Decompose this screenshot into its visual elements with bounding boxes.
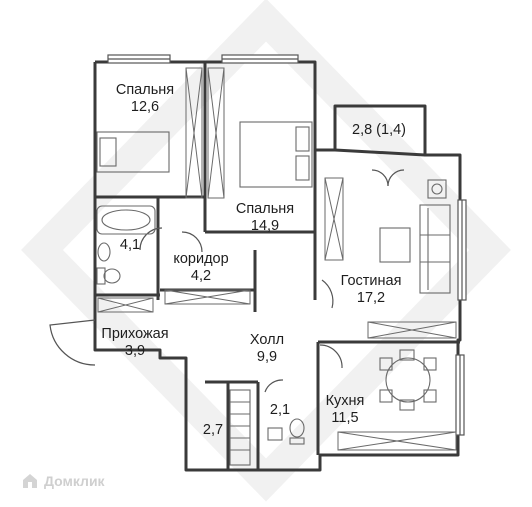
room-label-bedroom-1: Спальня 12,6: [85, 82, 205, 116]
chair-icon: [423, 357, 437, 371]
background-diamond: [21, 0, 511, 502]
wardrobe: [324, 177, 344, 261]
room-label-living-room: Гостиная 17,2: [311, 273, 431, 307]
bed-icon: [295, 155, 310, 181]
room-area: 2,8 (1,4): [352, 122, 406, 138]
chair-icon: [379, 389, 393, 403]
toilet-icon: [289, 418, 305, 438]
door-swing: [387, 169, 405, 187]
room-area: 11,5: [331, 410, 359, 426]
wardrobe: [367, 321, 457, 339]
watermark-text: Домклик: [44, 473, 105, 489]
door-swing: [49, 319, 96, 366]
door-swing: [181, 231, 203, 253]
stove-icon: [427, 179, 447, 199]
chair-icon: [399, 399, 415, 411]
room-label-bedroom-2: Спальня 14,9: [205, 201, 325, 235]
door-swing: [321, 279, 334, 309]
toilet-icon: [96, 267, 106, 285]
room-label-balcony: 2,8 (1,4): [319, 122, 439, 139]
sofa-icon: [419, 204, 451, 294]
room-label-hall: Холл 9,9: [207, 332, 327, 366]
bathtub-icon: [96, 205, 156, 235]
dining-table-icon: [385, 357, 431, 403]
chair-icon: [399, 349, 415, 361]
bed-icon: [99, 137, 117, 167]
room-area: 2,7: [202, 422, 224, 438]
room-name: Спальня: [235, 201, 295, 217]
toilet-icon: [289, 437, 305, 445]
chair-icon: [423, 389, 437, 403]
room-label-bathroom: 4,1: [70, 237, 190, 254]
door-swing: [264, 379, 284, 393]
room-area: 4,1: [119, 237, 141, 253]
house-logo-icon: [23, 474, 37, 488]
room-label-storage: 2,7: [153, 422, 273, 439]
wardrobe: [97, 297, 154, 313]
room-area: 2,1: [269, 402, 291, 418]
room-label-corridor: коридор 4,2: [141, 251, 261, 285]
wardrobe: [367, 321, 457, 339]
room-name: коридор: [173, 251, 229, 267]
bed-icon: [96, 131, 170, 173]
room-name: Гостиная: [340, 273, 402, 289]
watermark: Домклик: [20, 470, 105, 492]
chair-icon: [379, 357, 393, 371]
room-area: 17,2: [356, 290, 386, 306]
wardrobe: [164, 289, 251, 305]
kitchen-counter: [337, 431, 457, 451]
shelving-icon: [229, 389, 251, 466]
wardrobe: [207, 67, 225, 199]
bed-icon: [295, 126, 310, 152]
sink-icon: [267, 427, 283, 441]
room-area: 14,9: [250, 218, 280, 234]
room-area: 12,6: [130, 99, 160, 115]
sink-icon: [97, 242, 111, 262]
room-label-wc: 2,1: [220, 402, 340, 419]
toilet-icon: [103, 268, 121, 284]
room-name: Холл: [249, 332, 285, 348]
room-name: Кухня: [325, 393, 365, 409]
stove-icon: [431, 183, 443, 195]
wardrobe: [207, 67, 225, 199]
room-area: 9,9: [256, 349, 278, 365]
wardrobe: [185, 67, 203, 199]
wall: [334, 148, 426, 157]
room-area: 4,2: [190, 268, 212, 284]
bathtub-icon: [101, 209, 151, 231]
wardrobe: [97, 297, 154, 313]
wardrobe: [324, 177, 344, 261]
wardrobe: [164, 289, 251, 305]
door-swing: [319, 344, 343, 369]
room-area: 3,9: [124, 343, 146, 359]
wardrobe: [185, 67, 203, 199]
coffee-table-icon: [379, 227, 411, 263]
room-label-entrance-hall: Прихожая 3,9: [75, 326, 195, 360]
room-name: Прихожая: [101, 326, 169, 342]
room-name: Спальня: [115, 82, 175, 98]
room-label-kitchen: Кухня 11,5: [285, 393, 405, 427]
kitchen-counter: [337, 431, 457, 451]
door-swing: [371, 169, 389, 187]
bed-icon: [239, 121, 313, 188]
